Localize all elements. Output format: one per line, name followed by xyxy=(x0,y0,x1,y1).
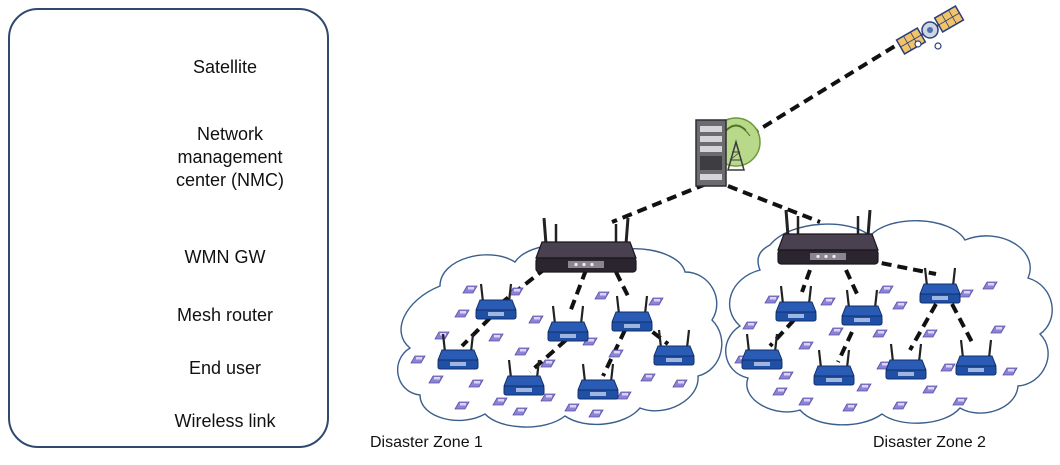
link-gw2-mr9 xyxy=(844,269,860,297)
link-mr9-mr12 xyxy=(836,331,854,363)
gateway-zone-1 xyxy=(534,216,638,274)
satellite-node xyxy=(895,5,965,55)
nmc-node xyxy=(695,117,761,187)
link-gw2-mr10 xyxy=(865,258,937,276)
legend-wireless-link-label: Wireless link xyxy=(174,411,276,431)
link-gw1-mr3 xyxy=(614,271,632,301)
link-mr10-mr14 xyxy=(950,303,976,347)
legend-gateway-label: WMN GW xyxy=(184,247,266,267)
link-mr2-mr5 xyxy=(528,338,568,374)
link-gw2-mr8 xyxy=(800,269,812,293)
link-gw1-mr2 xyxy=(568,269,588,313)
legend-box xyxy=(8,8,329,448)
zone-1-label: Disaster Zone 1 xyxy=(370,434,483,451)
link-nmc-gw2 xyxy=(727,184,821,224)
link-mr8-mr11 xyxy=(768,318,796,348)
zone-2-label: Disaster Zone 2 xyxy=(873,434,986,451)
link-sat-nmc xyxy=(750,36,910,136)
link-nmc-gw1 xyxy=(611,182,707,224)
legend-end-user-label: End user xyxy=(188,358,262,378)
legend-mesh-router-label: Mesh router xyxy=(176,305,274,325)
legend-satellite-label: Satellite xyxy=(192,57,258,77)
link-mr1-mr4 xyxy=(460,316,492,348)
link-gw1-mr1 xyxy=(498,266,548,306)
legend-nmc-label: Network management center (NMC) xyxy=(175,124,284,190)
link-mr10-mr13 xyxy=(908,303,938,351)
gateway-zone-2 xyxy=(776,208,880,266)
